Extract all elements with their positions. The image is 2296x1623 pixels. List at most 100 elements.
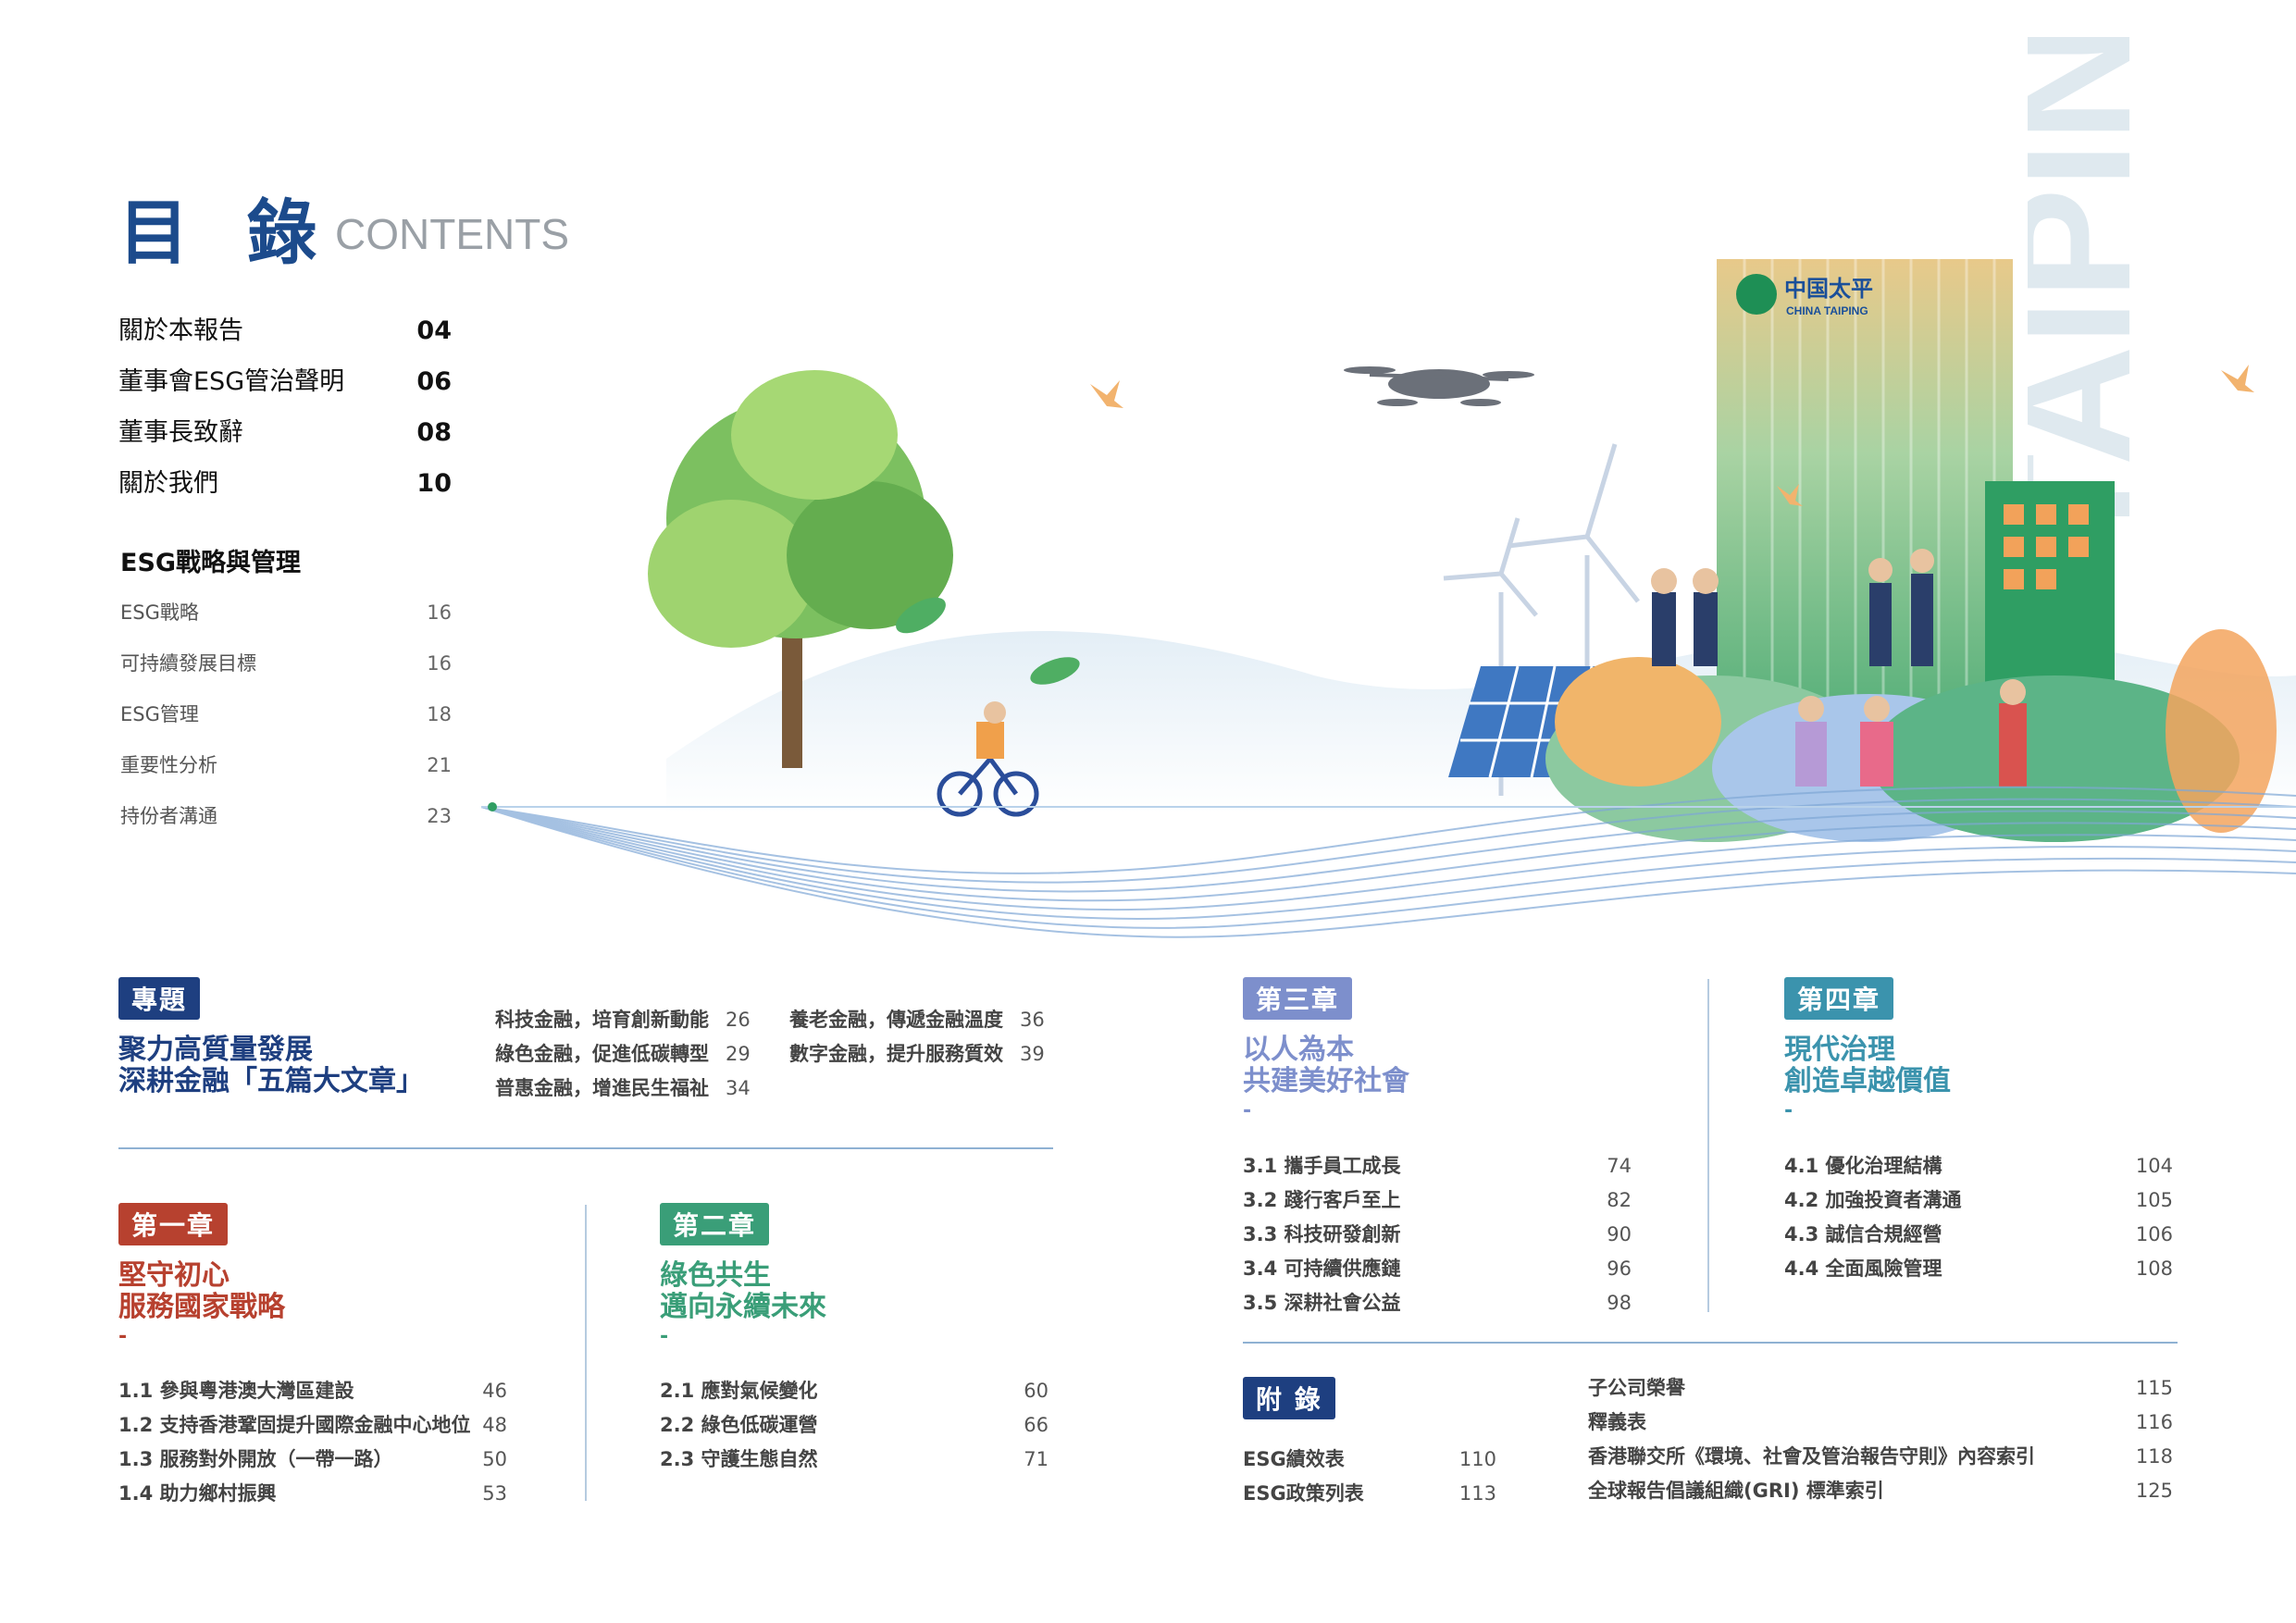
feature-item[interactable]: 數字金融，提升服務質效 39 [789, 1039, 1045, 1067]
chapter1-badge: 第一章 [118, 1203, 229, 1245]
chapter-item-page: 106 [2135, 1223, 2173, 1245]
appendix-item-page: 115 [2135, 1377, 2173, 1399]
feature-item[interactable]: 普惠金融，增進民生福祉 34 [495, 1073, 751, 1101]
chapter-item-page: 53 [482, 1482, 507, 1505]
esg-illustration: 中国太平 CHINA TAIPING [481, 259, 2296, 938]
feature-item[interactable]: 養老金融，傳遞金融溫度 36 [789, 1005, 1045, 1033]
toc-subitem[interactable]: 持份者溝通 23 [120, 801, 452, 829]
chapter1-heading-line1: 堅守初心 [118, 1259, 230, 1292]
feature-item-label: 科技金融，培育創新動能 [495, 1009, 709, 1031]
chapter3-heading-line2: 共建美好社會 [1243, 1065, 1409, 1097]
chapter-item-page: 98 [1607, 1292, 1632, 1314]
chapter-item-label: 4.3 誠信合規經營 [1784, 1223, 1942, 1245]
appendix-item-page: 116 [2135, 1411, 2173, 1433]
chapter2-dash: - [660, 1325, 669, 1348]
divider [1243, 1342, 2178, 1344]
appendix-item-page: 125 [2135, 1480, 2173, 1502]
chapter2-heading-line1: 綠色共生 [660, 1259, 771, 1292]
page-title: 目 錄 [118, 192, 334, 274]
toc-item-about-report[interactable]: 關於本報告 04 [118, 310, 452, 346]
chapter-item-label: 2.1 應對氣候變化 [660, 1380, 818, 1402]
divider [118, 1147, 1053, 1149]
feature-item-label: 綠色金融，促進低碳轉型 [495, 1043, 709, 1065]
chapter3-item[interactable]: 3.2 踐行客戶至上 82 [1243, 1185, 1632, 1213]
chapter2-item[interactable]: 2.3 守護生態自然 71 [660, 1444, 1049, 1472]
appendix-item-label: ESG績效表 [1243, 1448, 1345, 1470]
chapter2-item[interactable]: 2.2 綠色低碳運營 66 [660, 1410, 1049, 1438]
toc-item-page: 08 [416, 418, 452, 447]
toc-item-label: 關於我們 [118, 469, 218, 498]
chapter3-item[interactable]: 3.4 可持續供應鏈 96 [1243, 1254, 1632, 1282]
toc-subitem-page: 16 [427, 601, 452, 624]
logo-zh: 中国太平 [1784, 276, 1873, 302]
chapter4-item[interactable]: 4.2 加強投資者溝通 105 [1784, 1185, 2173, 1213]
toc-subitem-page: 23 [427, 805, 452, 827]
toc-subitem[interactable]: ESG管理 18 [120, 700, 452, 727]
chapter3-item[interactable]: 3.1 攜手員工成長 74 [1243, 1151, 1632, 1179]
appendix-item-page: 118 [2135, 1445, 2173, 1468]
appendix-item[interactable]: ESG政策列表 113 [1243, 1479, 1496, 1506]
chapter1-item[interactable]: 1.2 支持香港鞏固提升國際金融中心地位 48 [118, 1410, 507, 1438]
toc-item-page: 04 [416, 316, 452, 345]
chapter4-item[interactable]: 4.3 誠信合規經營 106 [1784, 1220, 2173, 1247]
toc-subitem-label: 持份者溝通 [120, 805, 217, 827]
chapter-item-label: 3.5 深耕社會公益 [1243, 1292, 1401, 1314]
chapter-item-page: 74 [1607, 1155, 1632, 1177]
chapter4-badge: 第四章 [1784, 977, 1894, 1020]
feature-heading-line2: 深耕金融「五篇大文章」 [118, 1065, 424, 1097]
chapter-item-page: 105 [2135, 1189, 2173, 1211]
appendix-item[interactable]: ESG績效表 110 [1243, 1444, 1496, 1472]
chapter-item-page: 96 [1607, 1258, 1632, 1280]
chapter2-item[interactable]: 2.1 應對氣候變化 60 [660, 1376, 1049, 1404]
feature-item[interactable]: 科技金融，培育創新動能 26 [495, 1005, 751, 1033]
esg-section-title: ESG戰略與管理 [120, 549, 302, 577]
chapter-item-page: 90 [1607, 1223, 1632, 1245]
watermark-text: TAIPING [2028, 37, 2166, 555]
feature-item-page: 39 [1020, 1043, 1045, 1065]
chapter-item-label: 3.4 可持續供應鏈 [1243, 1258, 1401, 1280]
appendix-item-label: 釋義表 [1588, 1411, 1646, 1433]
chapter1-item[interactable]: 1.4 助力鄉村振興 53 [118, 1479, 507, 1506]
chapter1-item[interactable]: 1.1 參與粵港澳大灣區建設 46 [118, 1376, 507, 1404]
toc-item-about-us[interactable]: 關於我們 10 [118, 463, 452, 499]
feature-item-page: 36 [1020, 1009, 1045, 1031]
chapter3-heading-line1: 以人為本 [1243, 1034, 1354, 1066]
toc-subitem[interactable]: ESG戰略 16 [120, 598, 452, 626]
chapter3-badge: 第三章 [1243, 977, 1353, 1020]
chapter3-item[interactable]: 3.3 科技研發創新 90 [1243, 1220, 1632, 1247]
chapter4-item[interactable]: 4.4 全面風險管理 108 [1784, 1254, 2173, 1282]
chapter-item-label: 1.2 支持香港鞏固提升國際金融中心地位 [118, 1414, 471, 1436]
chapter2-heading-line2: 邁向永續未來 [660, 1291, 826, 1323]
chapter4-heading-line1: 現代治理 [1784, 1034, 1895, 1066]
feature-item[interactable]: 綠色金融，促進低碳轉型 29 [495, 1039, 751, 1067]
toc-subitem[interactable]: 可持續發展目標 16 [120, 649, 452, 676]
chapter-item-page: 60 [1024, 1380, 1049, 1402]
chapter-item-label: 4.2 加強投資者溝通 [1784, 1189, 1962, 1211]
feature-item-page: 26 [726, 1009, 751, 1031]
toc-item-chairman-message[interactable]: 董事長致辭 08 [118, 412, 452, 448]
appendix-item[interactable]: 香港聯交所《環境、社會及管治報告守則》內容索引 118 [1588, 1442, 2173, 1469]
logo-en: CHINA TAIPING [1786, 304, 1868, 317]
chapter-item-page: 82 [1607, 1189, 1632, 1211]
page-title-en: CONTENTS [335, 210, 569, 258]
toc-subitem-label: 可持續發展目標 [120, 652, 256, 675]
toc-subitem[interactable]: 重要性分析 21 [120, 750, 452, 778]
appendix-item[interactable]: 釋義表 116 [1588, 1407, 2173, 1435]
toc-item-page: 06 [416, 367, 452, 396]
chapter4-heading-line2: 創造卓越價值 [1784, 1065, 1951, 1097]
chapter-item-page: 48 [482, 1414, 507, 1436]
toc-subitem-page: 18 [427, 703, 452, 725]
toc-item-board-statement[interactable]: 董事會ESG管治聲明 06 [118, 361, 452, 397]
appendix-item[interactable]: 子公司榮譽 115 [1588, 1373, 2173, 1401]
chapter3-item[interactable]: 3.5 深耕社會公益 98 [1243, 1288, 1632, 1316]
chapter4-item[interactable]: 4.1 優化治理結構 104 [1784, 1151, 2173, 1179]
toc-item-label: 董事長致辭 [118, 418, 243, 447]
feature-item-page: 29 [726, 1043, 751, 1065]
chapter-item-label: 3.1 攜手員工成長 [1243, 1155, 1401, 1177]
appendix-badge: 附 錄 [1243, 1377, 1335, 1419]
appendix-item-label: ESG政策列表 [1243, 1482, 1364, 1505]
chapter-item-page: 108 [2135, 1258, 2173, 1280]
chapter1-item[interactable]: 1.3 服務對外開放（一帶一路） 50 [118, 1444, 507, 1472]
chapter-item-label: 1.1 參與粵港澳大灣區建設 [118, 1380, 354, 1402]
appendix-item[interactable]: 全球報告倡議組織(GRI) 標準索引 125 [1588, 1476, 2173, 1504]
